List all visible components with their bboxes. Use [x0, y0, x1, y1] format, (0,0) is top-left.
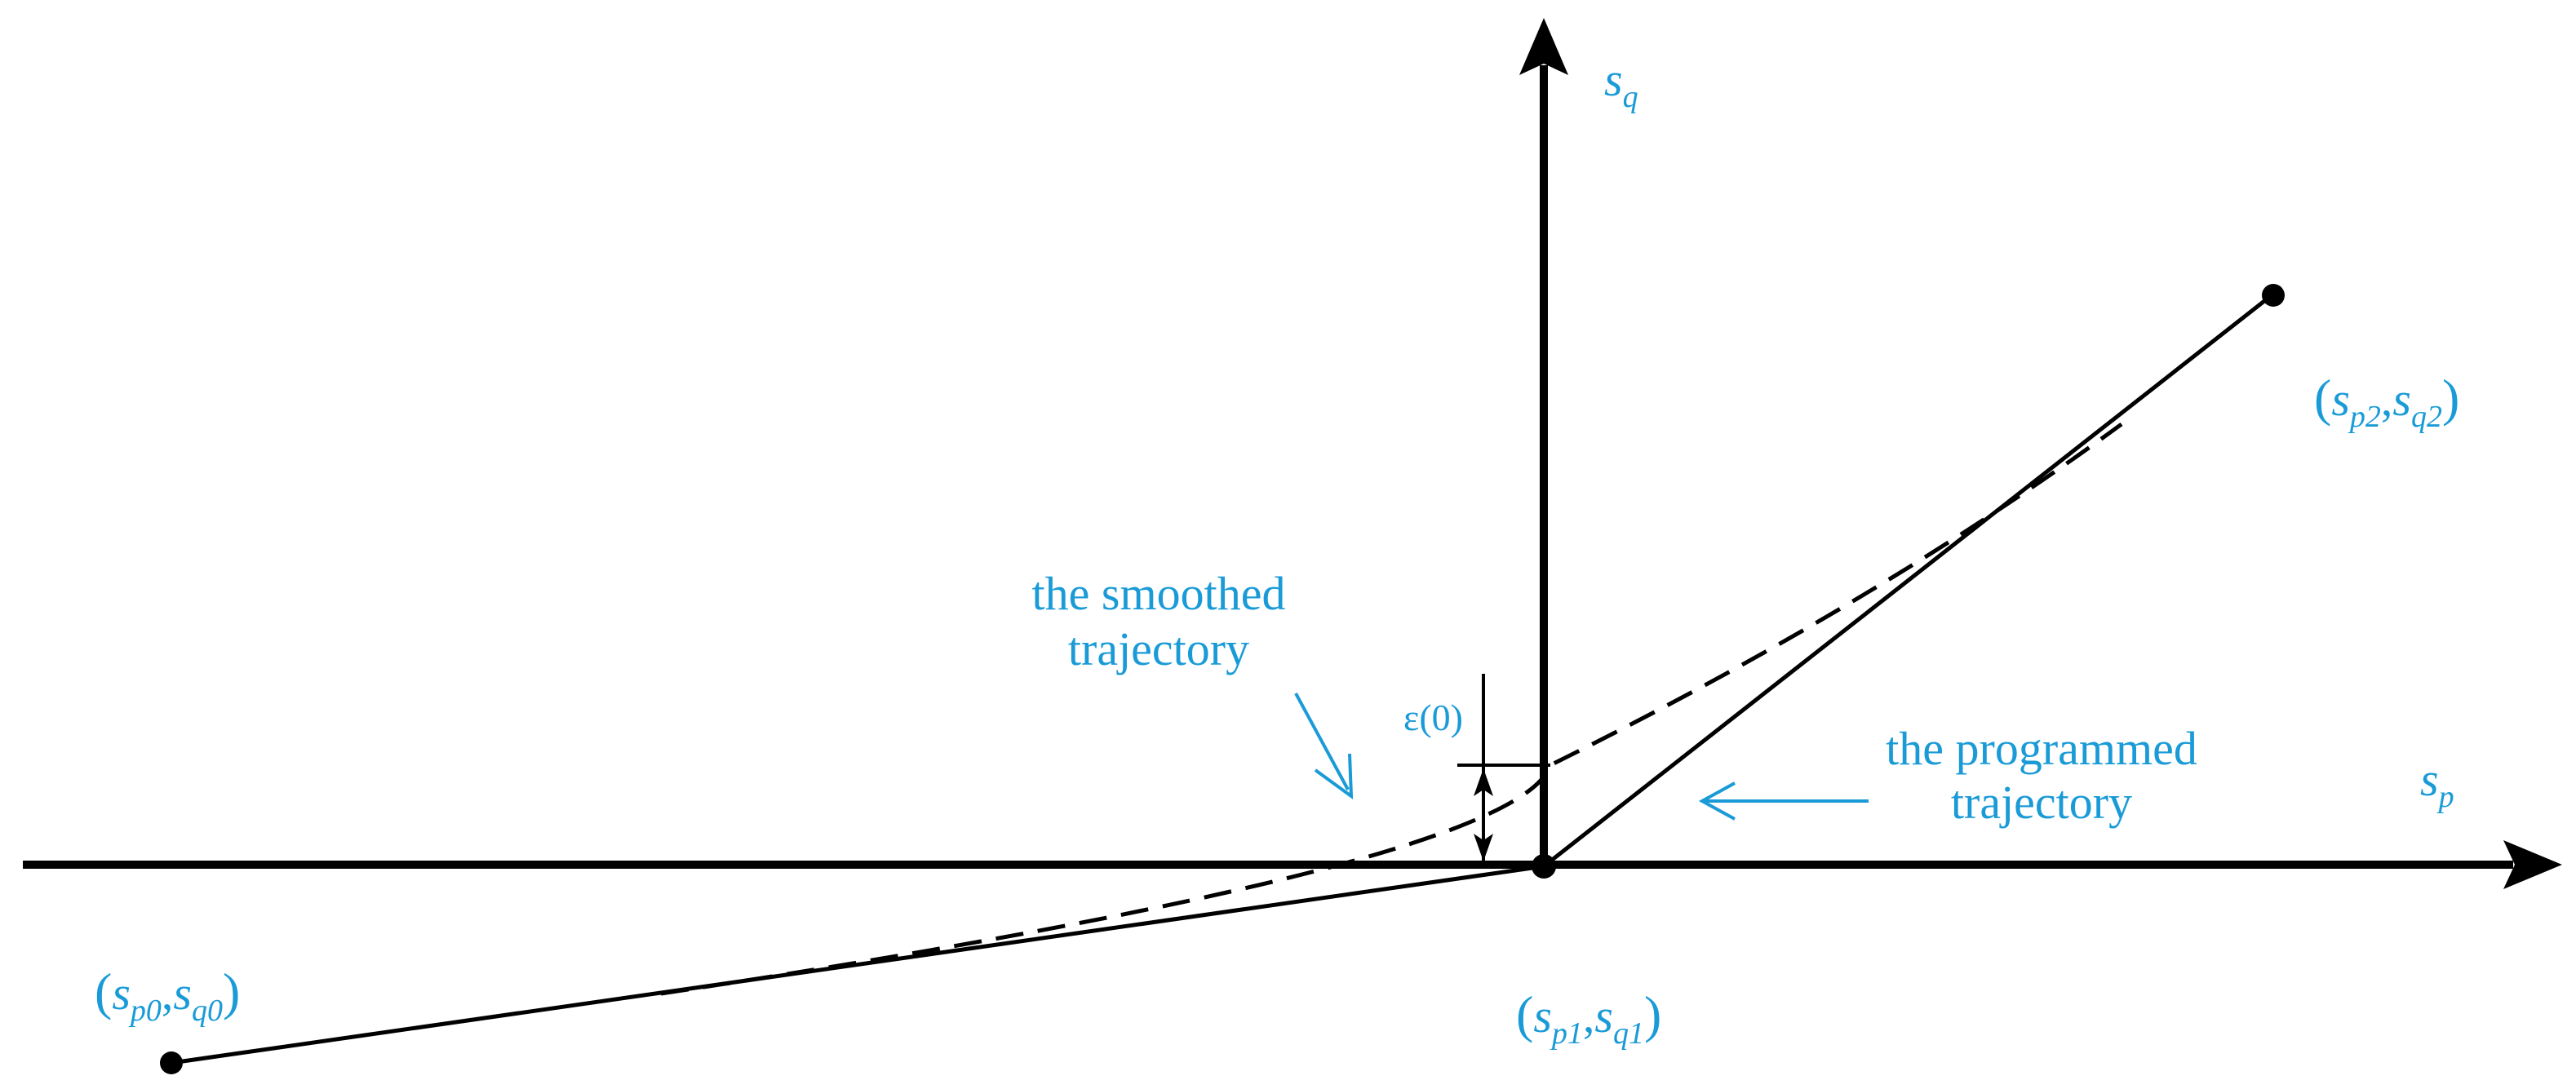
programmed-pointer-arrowhead	[1698, 781, 1736, 821]
point-p2-label: (sp2,sq2)	[2314, 372, 2459, 443]
p0-sub2: q0	[191, 994, 223, 1028]
sq-axis-label-subscript: q	[1622, 80, 1638, 114]
p0-comma: ,	[161, 967, 174, 1020]
smoothed-label-line1: the smoothed	[1031, 567, 1286, 620]
p0-open-paren: (	[95, 963, 113, 1020]
p2-sub1: p2	[2349, 400, 2381, 434]
point-p2	[2262, 284, 2285, 307]
epsilon-arrowhead-up	[1474, 768, 1493, 796]
p1-open-paren: (	[1516, 985, 1534, 1043]
p2-s1: s	[2331, 373, 2350, 426]
p2-sub2: q2	[2410, 400, 2442, 434]
p2-close-paren: )	[2441, 369, 2460, 427]
p0-s1: s	[112, 967, 131, 1020]
smoothed-label-line2: trajectory	[1067, 622, 1250, 675]
programmed-trajectory	[171, 294, 2273, 1065]
smoothed-pointer-arrowhead	[1314, 753, 1354, 800]
p0-close-paren: )	[222, 963, 241, 1020]
p1-sub1: p1	[1551, 1016, 1583, 1051]
smoothed-trajectory-label: the smoothed trajectory	[995, 568, 1322, 675]
smoothed-pointer-line	[1294, 693, 1350, 790]
p2-comma: ,	[2380, 373, 2393, 426]
programmed-label-line2: trajectory	[1950, 776, 2133, 829]
p1-comma: ,	[1582, 989, 1595, 1043]
p1-s2: s	[1594, 989, 1613, 1043]
point-p1	[1532, 854, 1556, 879]
programmed-trajectory-label: the programmed trajectory	[1846, 723, 2237, 829]
epsilon-label: ε(0)	[1403, 697, 1463, 738]
smoothed-trajectory	[660, 422, 2123, 996]
sp-axis-label: sp	[2420, 754, 2454, 823]
point-p1-label: (sp1,sq1)	[1516, 989, 1661, 1060]
epsilon-arrowhead-down	[1474, 834, 1493, 861]
p1-s1: s	[1533, 989, 1552, 1043]
sp-axis-label-subscript: p	[2438, 780, 2454, 814]
p1-close-paren: )	[1643, 985, 1662, 1043]
p2-s2: s	[2392, 373, 2411, 426]
p0-sub1: p0	[130, 994, 162, 1028]
sp-axis-arrowhead	[2503, 840, 2562, 889]
sq-axis-label-base: s	[1604, 53, 1623, 106]
programmed-label-line1: the programmed	[1886, 722, 2197, 775]
point-p0	[160, 1051, 183, 1074]
sq-axis-label: sq	[1604, 54, 1638, 123]
sp-axis-label-base: s	[2420, 753, 2439, 806]
p2-open-paren: (	[2314, 369, 2332, 427]
p0-s2: s	[173, 967, 192, 1020]
sq-axis-arrowhead	[1519, 18, 1568, 75]
p1-sub2: q1	[1612, 1016, 1644, 1051]
point-p0-label: (sp0,sq0)	[95, 966, 240, 1037]
